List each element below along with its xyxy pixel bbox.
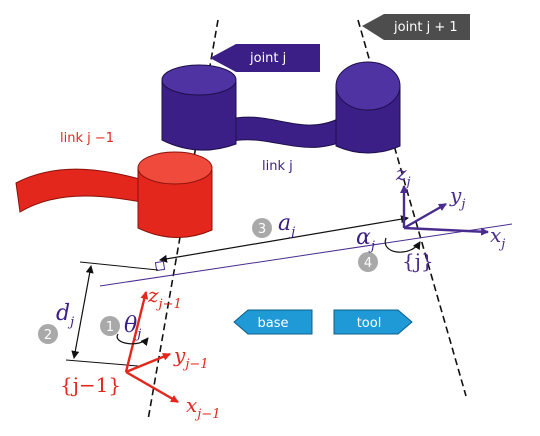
joint-j-label: joint j <box>249 51 286 66</box>
alpha-symbol: α <box>356 225 371 250</box>
y-prev-subscript: j−1 <box>182 357 208 372</box>
step-1-text: 1 <box>106 320 114 335</box>
x-prev-label: xj−1 <box>186 393 220 422</box>
y-prev-symbol: y <box>173 343 186 367</box>
right-angle-marker <box>154 260 166 272</box>
alpha-label: αj <box>356 225 375 254</box>
theta-symbol: θ <box>124 313 137 338</box>
x-prev-subscript: j−1 <box>194 407 220 422</box>
z-prev-subscript: j−1 <box>156 297 182 312</box>
joint-j-cylinder <box>161 64 237 151</box>
x-curr-axis <box>403 226 489 236</box>
a-label: aj <box>278 211 295 240</box>
d-symbol: d <box>56 301 70 326</box>
z-prev-label: zj−1 <box>147 283 182 312</box>
d-subscript: j <box>67 315 74 330</box>
step-4-text: 4 <box>364 256 372 271</box>
frame-curr-label: {j} <box>402 249 434 273</box>
y-prev-label: yj−1 <box>173 343 209 372</box>
theta-label: θj <box>124 313 141 342</box>
joint-j1-cylinder <box>335 61 401 154</box>
joint-prev-cylinder <box>137 151 213 239</box>
x-prev-axis <box>125 370 179 404</box>
link-curr-label: link j <box>262 159 293 174</box>
step-3-badge: 3 <box>252 218 272 238</box>
theta-rotation-arc <box>116 333 149 346</box>
link-prev-label: link j −1 <box>60 131 114 146</box>
link-curr-body <box>225 116 347 148</box>
step-4-badge: 4 <box>358 252 378 272</box>
z-curr-subscript: j <box>404 175 411 190</box>
z-prev-axis <box>124 291 149 373</box>
d-ext-top <box>79 261 159 271</box>
base-button[interactable]: base <box>233 309 313 335</box>
alpha-rotation-arc <box>384 237 421 253</box>
link-prev-body <box>15 168 153 213</box>
theta-subscript: j <box>134 327 141 342</box>
y-prev-axis <box>125 352 171 374</box>
z-prev-symbol: z <box>147 283 159 307</box>
step-3-text: 3 <box>258 222 266 237</box>
joint-j1-label: joint j + 1 <box>393 20 458 35</box>
frame-prev-label: {j−1} <box>60 373 121 397</box>
step-2-badge: 2 <box>38 324 58 344</box>
x-prev-symbol: x <box>186 393 197 417</box>
x-curr-subscript: j <box>498 237 505 252</box>
z-curr-label: zj <box>395 161 411 190</box>
z-curr-symbol: z <box>395 161 407 185</box>
y-curr-label: yj <box>449 183 465 212</box>
a-dimension-arrow <box>159 215 409 263</box>
y-curr-symbol: y <box>449 183 462 207</box>
y-curr-subscript: j <box>458 197 465 212</box>
a-symbol: a <box>278 211 291 236</box>
alpha-subscript: j <box>368 239 375 254</box>
x-curr-label: xj <box>490 223 505 252</box>
step-2-text: 2 <box>44 328 52 343</box>
joint-j1-callout: joint j + 1 <box>362 14 470 40</box>
tool-button-label: tool <box>357 316 382 331</box>
a-subscript: j <box>288 225 295 240</box>
x-curr-symbol: x <box>490 223 501 247</box>
joint-j-callout: joint j <box>210 44 320 72</box>
tool-button[interactable]: tool <box>333 309 413 335</box>
d-label: dj <box>56 301 74 330</box>
d-dimension-arrow <box>71 265 94 359</box>
y-curr-axis <box>403 202 447 230</box>
step-1-badge: 1 <box>100 316 120 336</box>
d-ext-bottom <box>65 359 139 367</box>
base-button-label: base <box>258 316 289 331</box>
